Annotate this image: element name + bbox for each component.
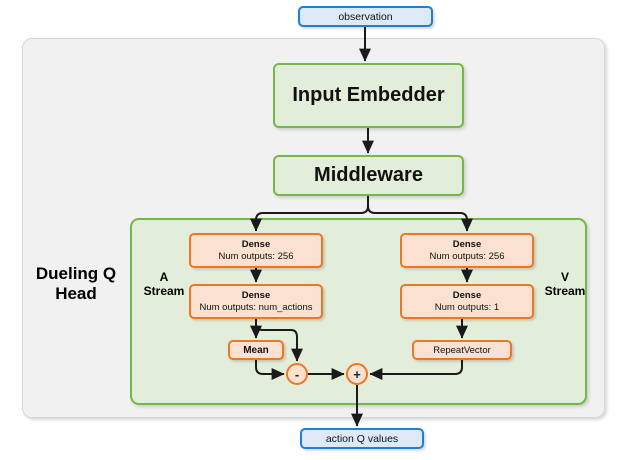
- node-input-embedder-label: Input Embedder: [292, 84, 445, 106]
- node-v-stream-dense-1-title: Dense: [452, 238, 482, 250]
- node-mean[interactable]: Mean: [228, 340, 284, 360]
- node-a-stream-dense-2-title: Dense: [241, 289, 271, 301]
- node-v-stream-dense-2-title: Dense: [452, 289, 482, 301]
- a-stream-label: A Stream: [140, 270, 188, 298]
- node-a-stream-dense-1-title: Dense: [241, 238, 271, 250]
- node-observation[interactable]: observation: [298, 6, 433, 27]
- node-repeat-vector-label: RepeatVector: [433, 344, 491, 356]
- node-observation-label: observation: [338, 10, 393, 23]
- node-v-stream-dense-1-subtitle: Num outputs: 256: [429, 250, 505, 262]
- node-v-stream-dense-2-subtitle: Num outputs: 1: [434, 301, 500, 313]
- a-stream-label-line2: Stream: [143, 284, 185, 299]
- dueling-q-head-label-text: Dueling Q Head: [35, 264, 117, 304]
- node-action-q-values[interactable]: action Q values: [300, 428, 424, 449]
- node-a-stream-dense-1-subtitle: Num outputs: 256: [218, 250, 294, 262]
- add-operator-label: +: [353, 366, 361, 382]
- v-stream-label: V Stream: [540, 270, 590, 298]
- node-a-stream-dense-1[interactable]: Dense Num outputs: 256: [189, 233, 323, 268]
- node-middleware[interactable]: Middleware: [273, 155, 464, 196]
- node-middleware-label: Middleware: [314, 164, 423, 186]
- dueling-q-head-label: Dueling Q Head: [24, 264, 128, 304]
- a-stream-label-line1: A: [159, 270, 169, 284]
- node-a-stream-dense-2-subtitle: Num outputs: num_actions: [199, 301, 313, 313]
- add-operator-node[interactable]: +: [346, 363, 368, 385]
- subtract-operator-label: -: [294, 366, 300, 382]
- node-mean-label: Mean: [243, 344, 269, 356]
- subtract-operator-node[interactable]: -: [286, 363, 308, 385]
- node-v-stream-dense-1[interactable]: Dense Num outputs: 256: [400, 233, 534, 268]
- node-a-stream-dense-2[interactable]: Dense Num outputs: num_actions: [189, 284, 323, 319]
- node-input-embedder[interactable]: Input Embedder: [273, 63, 464, 128]
- node-action-q-values-label: action Q values: [325, 432, 399, 445]
- v-stream-label-line2: Stream: [544, 284, 586, 299]
- node-repeat-vector[interactable]: RepeatVector: [412, 340, 512, 360]
- node-v-stream-dense-2[interactable]: Dense Num outputs: 1: [400, 284, 534, 319]
- v-stream-label-line1: V: [560, 270, 569, 284]
